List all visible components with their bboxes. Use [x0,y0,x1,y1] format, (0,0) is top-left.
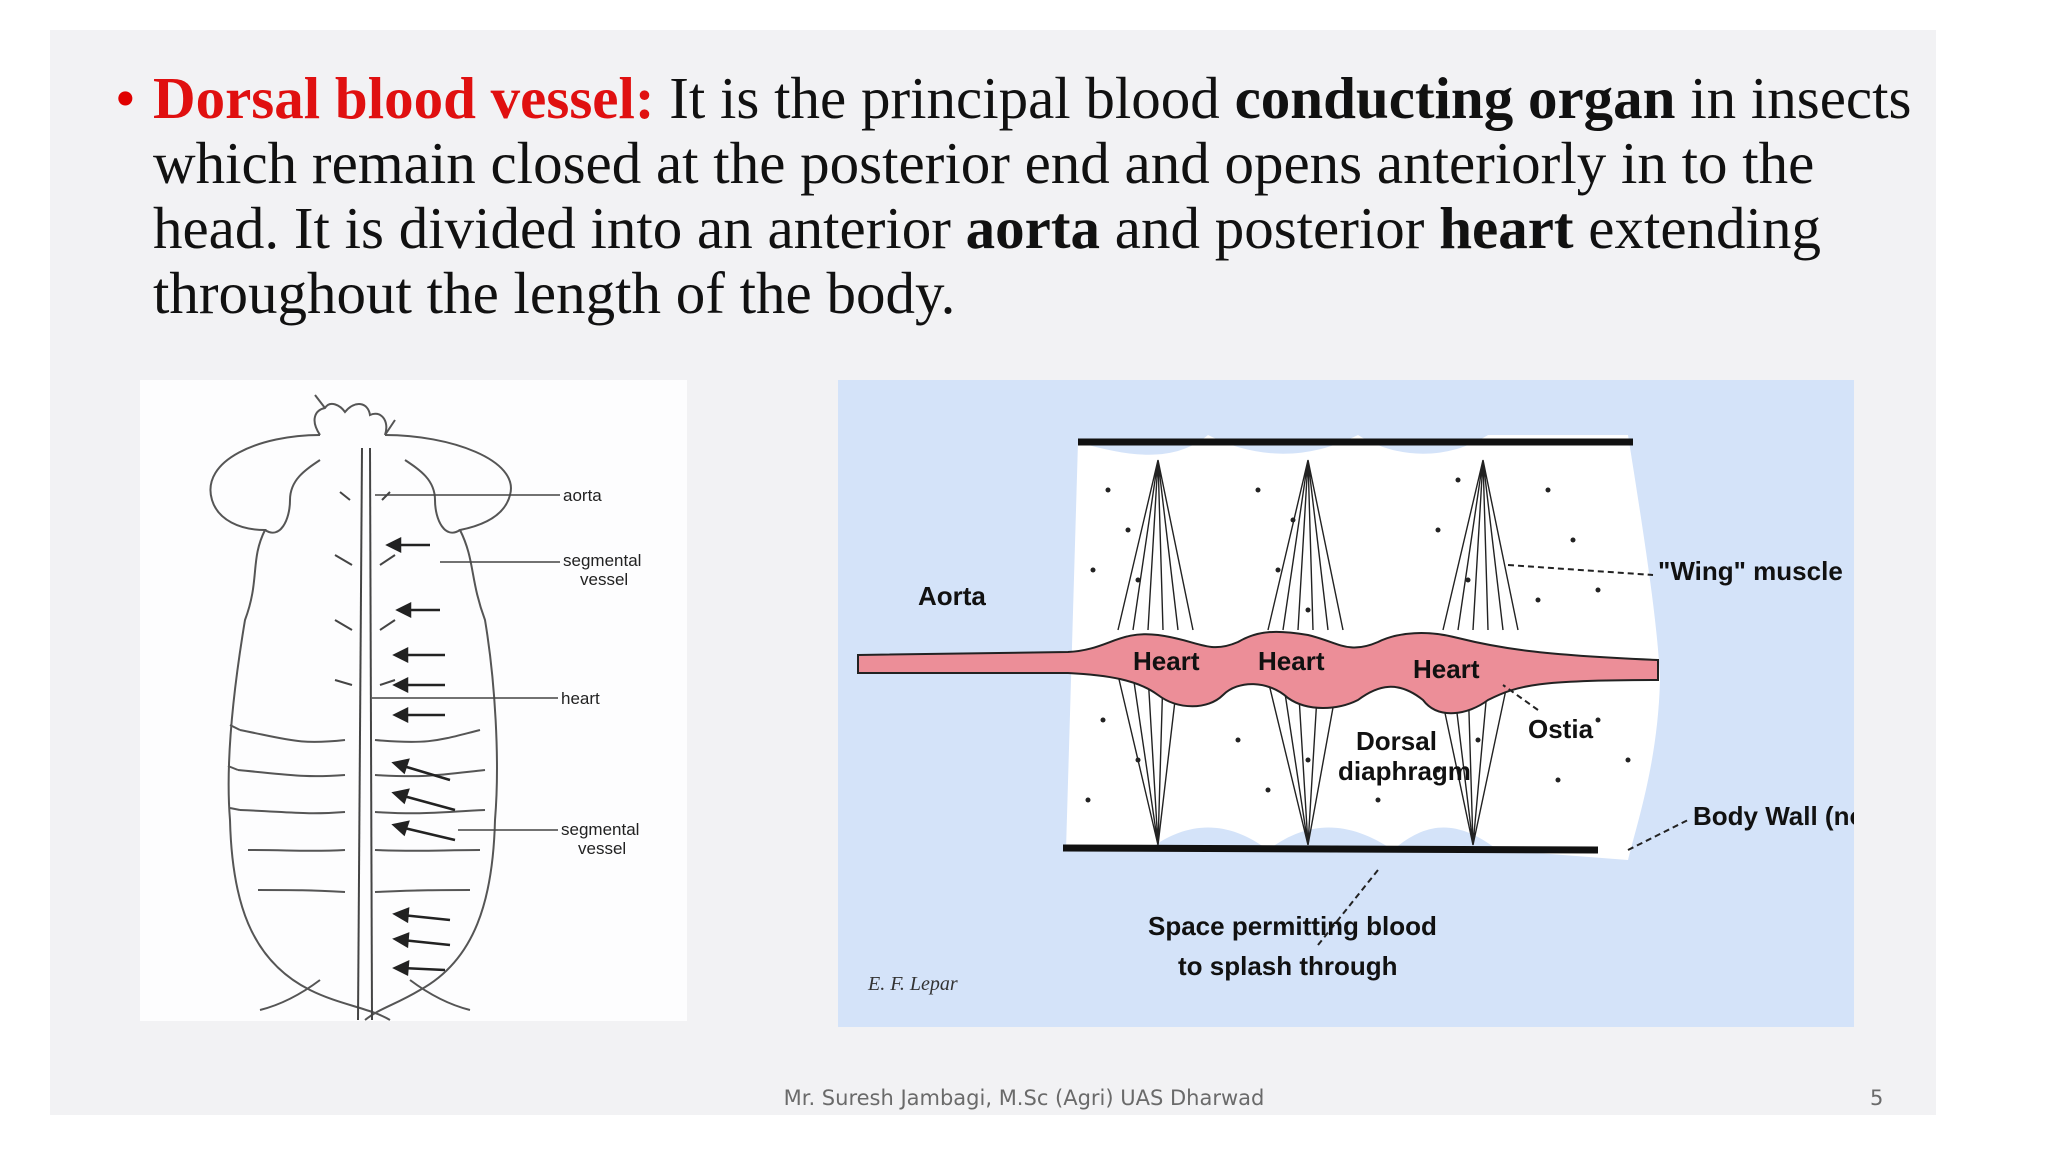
label-vessel-1: vessel [580,570,628,589]
label-space-line-1: Space permitting blood [1148,911,1437,941]
text-segment-3: and posterior [1100,195,1440,261]
label-diaphragm: diaphragm [1338,756,1471,786]
label-segmental-2: segmental [561,820,639,839]
label-ostia: Ostia [1528,714,1594,744]
label-body-wall: Body Wall (notal) [1693,801,1854,831]
page-number: 5 [1870,1086,1884,1110]
label-aorta: Aorta [918,581,986,611]
insect-outline-drawing: aorta segmental vessel heart segmental v… [209,394,641,1021]
label-heart-1: Heart [1133,646,1200,676]
bullet-paragraph: • Dorsal blood vessel: It is the princip… [115,66,1915,326]
bullet-text: Dorsal blood vessel: It is the principal… [153,66,1915,326]
bold-heart: heart [1439,195,1574,261]
heart-wing-muscle-figure: Aorta Heart Heart Heart "Wing" muscle Os… [838,380,1904,1027]
label-wing-muscle: "Wing" muscle [1658,556,1843,586]
label-segmental-1: segmental [563,551,641,570]
label-vessel-2: vessel [578,839,626,858]
bold-conducting-organ: conducting organ [1234,65,1676,131]
term-label: Dorsal blood vessel: [153,65,655,131]
bullet-dot: • [115,65,136,131]
insect-dorsal-vessel-figure: aorta segmental vessel heart segmental v… [140,380,687,1021]
text-segment-4: extending throughout the length of the b… [153,195,1821,326]
label-dorsal: Dorsal [1356,726,1437,756]
label-aorta: aorta [563,486,602,505]
text-segment-1: It is the principal blood [654,65,1235,131]
bold-aorta: aorta [965,195,1101,261]
footer-author: Mr. Suresh Jambagi, M.Sc (Agri) UAS Dhar… [783,1086,1265,1110]
label-heart-2: Heart [1258,646,1325,676]
figure-credit: E. F. Lepar [867,973,958,995]
label-heart: heart [561,689,600,708]
label-space-line-2: to splash through [1178,951,1398,981]
heart-section-drawing: Aorta Heart Heart Heart "Wing" muscle Os… [857,435,1904,995]
label-heart-3: Heart [1413,654,1480,684]
text-segment-2: in insects which remain closed at the po… [153,65,1912,261]
